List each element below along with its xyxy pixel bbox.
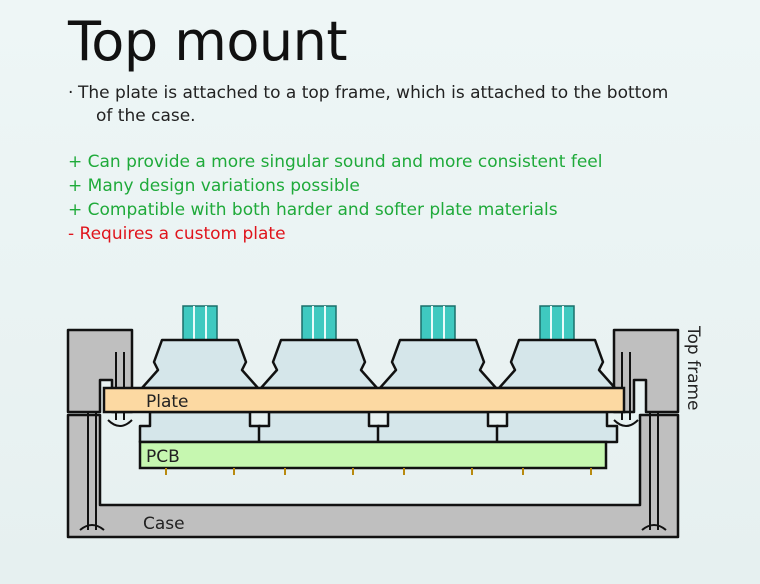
switch-bottom-housing [138,410,262,444]
switch-stem [539,305,575,341]
pro-item: + Can provide a more singular sound and … [68,152,603,172]
plate [102,386,626,414]
pcb [138,440,608,470]
case-bottom [66,413,680,539]
page-title: Top mount [68,10,348,73]
switch-bottom-housing [495,410,619,444]
pro-item: + Many design variations possible [68,176,360,196]
switch-stem [182,305,218,341]
description-line-1: The plate is attached to a top frame, wh… [78,83,669,103]
case-label: Case [143,514,185,534]
description: ·The plate is attached to a top frame, w… [68,82,708,128]
pcb-label: PCB [146,447,180,467]
switch-bottom-housing [257,410,381,444]
switch-stem [420,305,456,341]
bullet-dot: · [68,83,74,103]
pro-item: + Compatible with both harder and softer… [68,200,558,220]
plate-label: Plate [146,392,189,412]
top-frame-label: Top frame [683,325,703,411]
switch-top-housing [378,338,498,390]
description-line-2: of the case. [96,106,196,126]
switch-stem [301,305,337,341]
switch-bottom-housing [376,410,500,444]
switch-top-housing [140,338,260,390]
switches-group [138,305,619,444]
switch-top-housing [497,338,617,390]
con-item: - Requires a custom plate [68,224,286,244]
pros-cons-list: + Can provide a more singular sound and … [68,150,602,246]
pcb-pins-group [165,468,592,475]
switch-top-housing [259,338,379,390]
